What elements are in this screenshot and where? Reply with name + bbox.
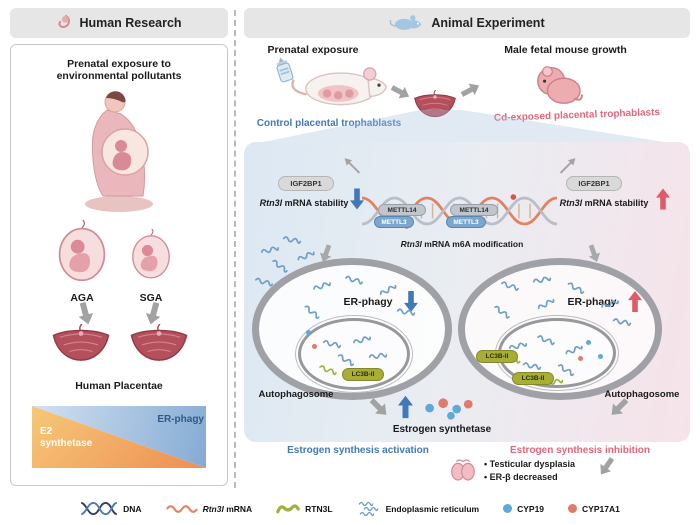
lc3b-badge: LC3B-II <box>476 350 518 363</box>
rtn3l-italic: Rtn3l <box>559 198 583 208</box>
lc3b-badge: LC3B-II <box>512 372 554 385</box>
sga-fetus-illustration <box>130 228 172 280</box>
e2-line1: E2 <box>40 426 53 437</box>
legend-dna: DNA <box>80 501 142 516</box>
cyp19-dot <box>586 340 591 345</box>
legend-er: Endoplasmic reticulum <box>357 501 480 517</box>
panel-divider <box>234 10 236 488</box>
estrogen-synthetase-label: Estrogen synthetase <box>392 424 492 435</box>
mrna-stability-left-label: Rtn3l mRNA stability <box>256 198 352 208</box>
autophagosome-left-label: Autophagosome <box>258 389 334 400</box>
legend-er-label: Endoplasmic reticulum <box>385 503 480 514</box>
human-research-title: Human Research <box>79 16 182 30</box>
placenta-left-illustration <box>50 324 112 362</box>
fetal-mouse-illustration <box>532 60 584 108</box>
figure-legend: DNA Rtn3l mRNA RTN3L Endoplasmic reticul… <box>0 492 700 525</box>
e2-line2: synthetase <box>40 437 93 449</box>
testis-illustration <box>448 458 478 482</box>
control-trophoblasts-label: Control placental trophablasts <box>256 118 402 129</box>
cyp17a1-dot <box>568 504 578 513</box>
aga-label: AGA <box>70 292 94 304</box>
legend-rtn3l-protein: RTN3L <box>276 502 333 516</box>
erphagy-wedge-label: ER-phagy <box>157 414 204 425</box>
legend-rtn3l-label: RTN3L <box>305 503 333 514</box>
prenatal-exposure-line2: environmental pollutants <box>56 70 182 83</box>
stability-up-arrow <box>656 186 670 212</box>
mettl14-badge: METTL14 <box>450 204 498 216</box>
autophagosome-right-label: Autophagosome <box>604 389 680 400</box>
m6a-text: mRNA m6A modification <box>421 239 524 249</box>
outcome-bullet-1: Testicular dysplasia <box>484 459 604 469</box>
er-icon <box>358 501 378 516</box>
estrogen-up-arrow <box>398 392 413 422</box>
igf2bp1-badge-left: IGF2BP1 <box>278 176 334 191</box>
sga-label: SGA <box>139 292 163 304</box>
erphagy-left-label: ER-phagy <box>343 296 393 308</box>
outcome-bullet-2: ER-β decreased <box>484 472 604 482</box>
placenta-to-fetus-arrow <box>459 80 483 101</box>
legend-rtn3l-mrna: Rtn3l mRNA <box>165 503 253 515</box>
mouse-icon <box>389 15 423 32</box>
legend-mrna-label: Rtn3l mRNA <box>203 504 253 514</box>
estrogen-activation-label: Estrogen synthesis activation <box>287 445 429 456</box>
lc3b-badge: LC3B-II <box>342 368 384 381</box>
mrna-icon <box>165 504 198 513</box>
cyp19-dot <box>503 504 513 513</box>
stability-text: mRNA stability <box>282 198 349 208</box>
pregnant-woman-illustration <box>58 84 180 214</box>
placenta-right-illustration <box>128 324 190 362</box>
male-fetal-mouse-growth-label: Male fetal mouse growth <box>504 44 627 56</box>
igf2bp1-badge-right: IGF2BP1 <box>566 176 622 191</box>
prenatal-exposure-label: Prenatal exposure <box>267 44 359 56</box>
mettl3-badge: METTL3 <box>446 216 486 228</box>
cyp19-dot <box>306 330 311 335</box>
erphagy-up-arrow <box>628 288 642 315</box>
aga-fetus-illustration <box>56 220 108 282</box>
rtn3l-italic: Rtn3l <box>259 198 283 208</box>
cyp17a1-dot <box>578 356 583 361</box>
cyp19-dot <box>598 354 603 359</box>
human-placentae-label: Human Placentae <box>75 380 163 392</box>
estrogen-synthetase-dots <box>425 398 473 420</box>
prenatal-exposure-caption: Prenatal exposure to environmental pollu… <box>24 58 214 82</box>
embryo-icon <box>56 14 71 33</box>
legend-cyp19: CYP19 <box>503 504 544 514</box>
legend-cyp17a1: CYP17A1 <box>568 504 620 514</box>
legend-dna-label: DNA <box>123 503 142 514</box>
rtn3l-italic: Rtn3l <box>202 503 224 514</box>
prenatal-exposure-line1: Prenatal exposure to <box>67 58 171 70</box>
rtn3l-protein-icon <box>276 503 300 513</box>
legend-cyp19-label: CYP19 <box>517 503 545 514</box>
mettl3-badge: METTL3 <box>374 216 414 228</box>
m6a-modification-label: Rtn3l mRNA m6A modification <box>352 239 572 250</box>
cyp17a1-dot <box>312 344 317 349</box>
mouse-to-placenta-arrow <box>389 82 413 103</box>
mrna-stability-right-label: Rtn3l mRNA stability <box>556 198 652 208</box>
animal-experiment-header: Animal Experiment <box>244 8 690 38</box>
rtn3l-italic: Rtn3l <box>400 239 422 249</box>
estrogen-inhibition-label: Estrogen synthesis inhibition <box>509 445 650 456</box>
dna-icon <box>81 501 118 516</box>
mettl14-badge: METTL14 <box>378 204 426 216</box>
human-research-header: Human Research <box>10 8 228 38</box>
animal-experiment-title: Animal Experiment <box>431 16 545 30</box>
autophagosome-left <box>295 315 413 393</box>
zoom-beam <box>244 110 690 146</box>
stability-text: mRNA stability <box>582 198 649 208</box>
mrna-rest: mRNA <box>223 503 253 514</box>
legend-cyp17a1-label: CYP17A1 <box>582 503 620 514</box>
e2-synthetase-label: E2 synthetase <box>40 426 110 449</box>
